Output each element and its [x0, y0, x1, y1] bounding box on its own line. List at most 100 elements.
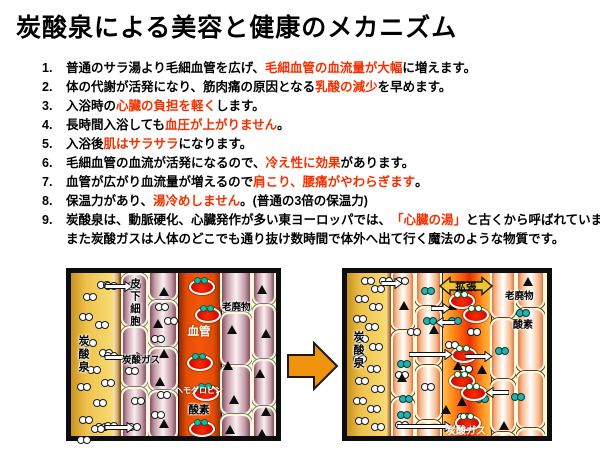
list-item: 4.長時間入浴しても血圧が上がりません。	[42, 116, 600, 135]
list-item-text: 「心臓の湯」	[391, 213, 467, 227]
oxygen-label: 酸素	[188, 404, 210, 416]
co2-molecule-icon	[371, 423, 385, 431]
red-blood-cell-icon	[195, 305, 221, 323]
co2-molecule-icon	[157, 391, 171, 399]
waste-triangle-icon	[223, 361, 233, 370]
co2-molecule-icon	[355, 335, 369, 343]
list-item-text: 体の代謝が活発になり、筋肉痛の原因となる	[66, 80, 316, 94]
list-item-number: 7.	[42, 175, 53, 189]
skin-cell	[220, 365, 252, 415]
waste-triangle-icon	[399, 301, 409, 310]
list-item: 3.入浴時の心臓の負担を軽くします。	[42, 97, 600, 116]
co2-molecule-icon	[355, 295, 369, 303]
page-title: 炭酸泉による美容と健康のメカニズム	[16, 14, 458, 42]
co2-molecule-icon	[164, 317, 178, 325]
waste-triangle-icon	[159, 287, 169, 296]
red-blood-cell-icon	[455, 413, 481, 431]
flow-arrow-icon	[409, 349, 453, 360]
co2-molecule-icon	[353, 355, 367, 363]
oxygen-molecule-icon	[397, 411, 411, 419]
co2-molecule-icon	[369, 343, 383, 351]
red-blood-cell-icon	[189, 419, 215, 437]
diagram-before-bathing: 炭酸泉 皮下細胞 炭酸ガス 血管 ヘモグロビン 酸素 老廃物	[66, 268, 281, 444]
list-item: 5.入浴後肌はサラサラになります。	[42, 135, 600, 154]
list-item-number: 2.	[42, 80, 53, 94]
flow-arrow-icon	[105, 352, 145, 363]
list-item-text: 入浴後	[66, 137, 104, 151]
co2-molecule-icon	[101, 379, 115, 387]
waste-triangle-icon	[153, 319, 163, 328]
co2-molecule-icon	[365, 323, 379, 331]
list-item-number: 9.	[42, 213, 53, 227]
skin-boundary	[387, 273, 391, 436]
co2-molecule-icon	[87, 366, 101, 374]
oxygen-molecule-icon	[421, 287, 435, 295]
waste-triangle-icon	[257, 285, 267, 294]
list-item-number	[42, 230, 66, 249]
list-item-text: と古くから呼ばれています。	[466, 213, 600, 227]
list-item-text: 心臓の負担を軽く	[116, 99, 217, 113]
co2-molecule-icon	[95, 321, 109, 329]
waste-label: 老廃物	[505, 291, 534, 302]
flow-arrow-icon	[105, 281, 133, 292]
oxygen-molecule-icon	[397, 360, 411, 368]
red-blood-cell-icon	[189, 277, 215, 295]
co2-molecule-icon	[353, 315, 367, 323]
list-item-text: 。(普通の3倍の保温力)	[240, 194, 368, 208]
list-item: 9.炭酸泉は、動脈硬化、心臓発作が多い東ヨーロッパでは、「心臓の湯」と古くから呼…	[42, 211, 600, 230]
list-item: 2.体の代謝が活発になり、筋肉痛の原因となる乳酸の減少を早めます。	[42, 78, 600, 97]
oxygen-molecule-icon	[423, 317, 437, 325]
list-item-text: に増えます。	[402, 61, 477, 75]
waste-triangle-icon	[441, 405, 451, 414]
list-item-text: になります。	[178, 137, 253, 151]
list-item-number: 5.	[42, 137, 53, 151]
waste-triangle-icon	[523, 277, 533, 286]
list-item-text: 乳酸の減少	[315, 80, 378, 94]
skin-cell	[516, 308, 545, 372]
flow-arrow-icon	[465, 351, 493, 362]
list-item-text: 。	[415, 175, 428, 189]
waste-triangle-icon	[257, 429, 267, 438]
expansion-arrow-icon	[438, 275, 494, 297]
list-item-number: 6.	[42, 156, 53, 170]
red-blood-cell-icon	[193, 383, 219, 401]
co2-molecule-icon	[131, 397, 145, 405]
co2-molecule-icon	[367, 405, 381, 413]
co2-gas-label: 炭酸ガス	[122, 355, 161, 366]
co2-molecule-icon	[79, 313, 93, 321]
list-item-number: 1.	[42, 61, 53, 75]
co2-molecule-icon	[407, 328, 421, 336]
co2-molecule-icon	[355, 417, 369, 425]
hemoglobin-label: ヘモグロビン	[175, 386, 223, 395]
skin-cell	[252, 304, 276, 360]
flow-arrow-icon	[381, 278, 403, 289]
co2-molecule-icon	[355, 377, 369, 385]
skin-cell	[516, 428, 545, 436]
list-item-text: 血圧が上がりません	[165, 118, 278, 132]
list-item-text: 湯冷めしません	[153, 194, 241, 208]
list-item-text: 肩こり、腰痛がやわらぎます	[253, 175, 416, 189]
waste-triangle-icon	[499, 421, 509, 430]
skin-cell	[220, 312, 252, 366]
co2-molecule-icon	[367, 365, 381, 373]
skin-cell	[252, 359, 276, 407]
skin-cell	[415, 365, 442, 421]
list-item-text: 毛細血管の血流が活発になるので、	[66, 156, 266, 170]
list-item: 8.保温力があり、湯冷めしません。(普通の3倍の保温力)	[42, 192, 600, 211]
red-blood-cell-icon	[463, 305, 489, 323]
co2-molecule-icon	[369, 303, 383, 311]
waste-triangle-icon	[429, 325, 439, 334]
flow-arrow-icon	[485, 387, 509, 398]
oxygen-molecule-icon	[495, 347, 509, 355]
expansion-indicator: 拡張	[438, 275, 494, 297]
waste-triangle-icon	[255, 369, 265, 378]
list-item-text: します。	[216, 99, 265, 113]
co2-molecule-icon	[467, 328, 481, 336]
list-item-text: 。	[277, 118, 290, 132]
skin-cell	[490, 432, 516, 436]
list-item-text: また炭酸ガスは人体のどこでも通り抜け数時間で体外へ出て行く魔法のような物質です。	[66, 232, 565, 246]
red-blood-cell-icon	[187, 353, 213, 371]
list-item-text: 毛細血管の血流量が大幅	[264, 61, 403, 75]
flow-arrow-icon	[435, 317, 455, 328]
